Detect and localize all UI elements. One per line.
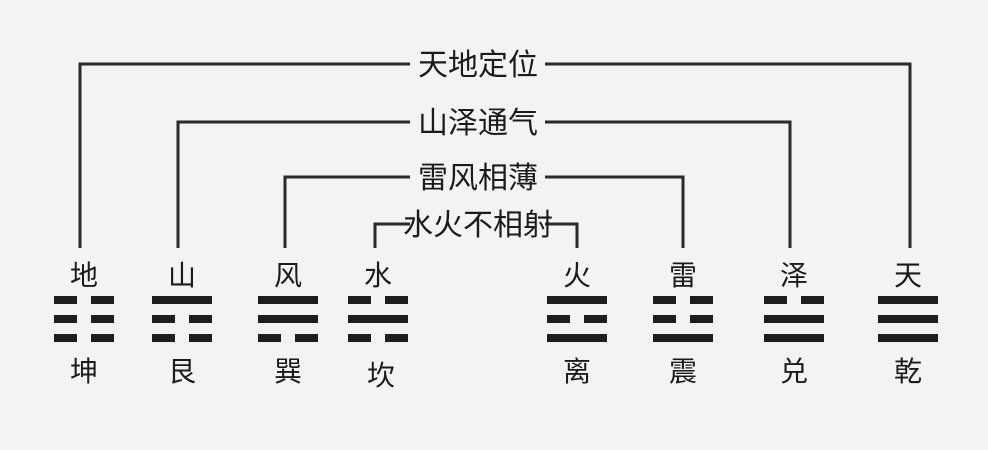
connector-heaven-earth-right bbox=[545, 62, 912, 248]
connector-mountain-lake-right bbox=[545, 120, 792, 248]
trigram-fire: 火 离 bbox=[547, 259, 607, 388]
trigram-image-label: 天 bbox=[894, 259, 922, 292]
trigram-name-label: 巽 bbox=[274, 355, 302, 388]
yang-line bbox=[547, 334, 607, 342]
trigram-name-label: 艮 bbox=[168, 355, 196, 388]
yin-line bbox=[91, 315, 114, 323]
yin-line bbox=[348, 334, 371, 342]
trigram-symbol bbox=[547, 296, 607, 342]
pair-label-water-fire: 水火不相射 bbox=[403, 208, 553, 243]
yang-line bbox=[878, 334, 938, 342]
trigram-name-label: 兑 bbox=[780, 355, 808, 388]
yin-line bbox=[91, 334, 114, 342]
trigram-symbol bbox=[54, 296, 114, 342]
yin-line bbox=[385, 334, 408, 342]
trigram-symbol bbox=[152, 296, 212, 342]
trigram-name-label: 坎 bbox=[367, 359, 395, 392]
yang-line bbox=[547, 296, 607, 304]
trigram-symbol bbox=[258, 296, 318, 342]
trigram-wind: 风 巽 bbox=[258, 259, 318, 388]
yin-line bbox=[385, 296, 408, 304]
yin-line bbox=[91, 296, 114, 304]
trigram-image-label: 地 bbox=[70, 259, 98, 292]
connector-water-fire-right bbox=[545, 222, 579, 248]
yin-line bbox=[152, 315, 175, 323]
connector-mountain-lake-left bbox=[176, 120, 410, 248]
trigram-earth: 地 坤 bbox=[54, 259, 114, 388]
yin-line bbox=[764, 296, 787, 304]
yang-line bbox=[348, 315, 408, 323]
yang-line bbox=[258, 296, 318, 304]
yang-line bbox=[152, 296, 212, 304]
trigram-symbol bbox=[878, 296, 938, 342]
pair-label-mountain-lake: 山泽通气 bbox=[418, 106, 538, 141]
yang-line bbox=[878, 315, 938, 323]
trigram-image-label: 泽 bbox=[780, 259, 808, 292]
trigram-thunder: 雷 震 bbox=[653, 259, 713, 388]
yin-line bbox=[348, 296, 371, 304]
yin-line bbox=[653, 296, 676, 304]
trigram-mountain: 山 艮 bbox=[152, 259, 212, 388]
yin-line bbox=[295, 334, 318, 342]
yin-line bbox=[801, 296, 824, 304]
yin-line bbox=[653, 315, 676, 323]
trigram-image-label: 雷 bbox=[669, 259, 697, 292]
yin-line bbox=[54, 334, 77, 342]
connector-thunder-wind-left bbox=[283, 175, 410, 248]
connector-thunder-wind-right bbox=[545, 175, 685, 248]
yin-line bbox=[152, 334, 175, 342]
yin-line bbox=[690, 296, 713, 304]
yin-line bbox=[690, 315, 713, 323]
trigram-heaven: 天 乾 bbox=[878, 259, 938, 388]
yin-line bbox=[547, 315, 570, 323]
connectors bbox=[78, 62, 912, 248]
yang-line bbox=[258, 315, 318, 323]
yang-line bbox=[764, 334, 824, 342]
trigram-symbol bbox=[653, 296, 713, 342]
trigram-image-label: 风 bbox=[274, 259, 302, 292]
yin-line bbox=[54, 315, 77, 323]
trigram-name-label: 坤 bbox=[70, 355, 98, 388]
pair-labels: 天地定位 山泽通气 雷风相薄 水火不相射 bbox=[403, 48, 553, 243]
yin-line bbox=[189, 315, 212, 323]
trigram-name-label: 震 bbox=[669, 355, 697, 388]
trigram-image-label: 火 bbox=[563, 259, 591, 292]
trigram-water: 水 坎 bbox=[348, 259, 408, 392]
yang-line bbox=[764, 315, 824, 323]
trigram-symbol bbox=[348, 296, 408, 342]
yang-line bbox=[878, 296, 938, 304]
pair-label-thunder-wind: 雷风相薄 bbox=[418, 161, 538, 196]
trigram-lake: 泽 兑 bbox=[764, 259, 824, 388]
yin-line bbox=[258, 334, 281, 342]
yang-line bbox=[653, 334, 713, 342]
connector-water-fire-left bbox=[373, 222, 410, 248]
pair-label-heaven-earth: 天地定位 bbox=[418, 48, 538, 83]
trigram-symbol bbox=[764, 296, 824, 342]
trigram-name-label: 离 bbox=[563, 355, 591, 388]
yin-line bbox=[54, 296, 77, 304]
yin-line bbox=[584, 315, 607, 323]
connector-heaven-earth-left bbox=[78, 62, 410, 248]
trigram-image-label: 山 bbox=[168, 259, 196, 292]
yin-line bbox=[189, 334, 212, 342]
trigram-image-label: 水 bbox=[364, 259, 392, 292]
trigram-name-label: 乾 bbox=[894, 355, 922, 388]
